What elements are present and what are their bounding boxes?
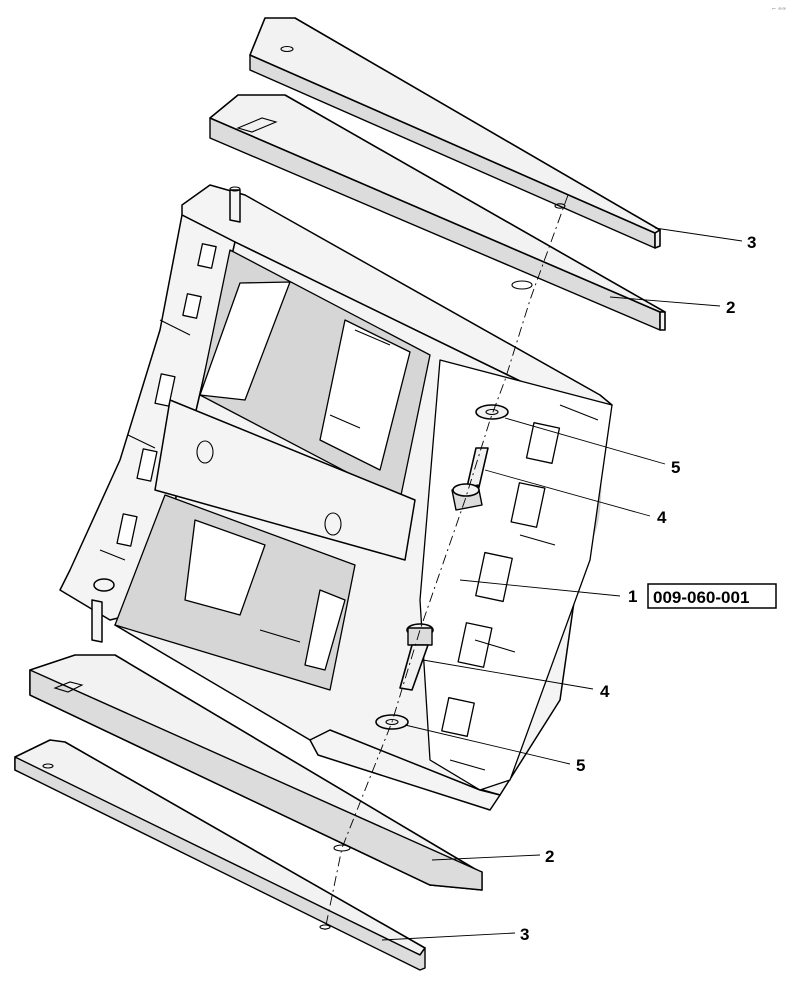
washer-5-top bbox=[475, 404, 509, 420]
pad-3-top bbox=[249, 17, 661, 249]
callout-5-top: 5 bbox=[671, 458, 680, 477]
callout-5-bottom: 5 bbox=[576, 756, 585, 775]
bolt-4-bottom bbox=[399, 623, 434, 691]
plate-2-bottom bbox=[29, 654, 483, 891]
plate-2-top bbox=[209, 94, 666, 331]
corner-mark: ⌐ ∞∞ bbox=[772, 6, 786, 12]
leader-lines bbox=[381, 227, 743, 941]
callout-3-top: 3 bbox=[747, 233, 756, 252]
callout-2-top: 2 bbox=[726, 298, 735, 317]
callout-2-bottom: 2 bbox=[545, 847, 554, 866]
pad-3-bottom bbox=[14, 739, 426, 971]
callout-1: 1 bbox=[628, 587, 637, 606]
frame-1 bbox=[59, 184, 613, 811]
part-number-label: 009-060-001 bbox=[647, 583, 777, 609]
callout-3-bottom: 3 bbox=[520, 925, 529, 944]
assembly-axis bbox=[324, 194, 569, 931]
callout-4-top: 4 bbox=[657, 508, 667, 527]
callout-4-bottom: 4 bbox=[600, 682, 610, 701]
part-number-text: 009-060-001 bbox=[653, 588, 749, 607]
bolt-4-top bbox=[451, 447, 489, 511]
